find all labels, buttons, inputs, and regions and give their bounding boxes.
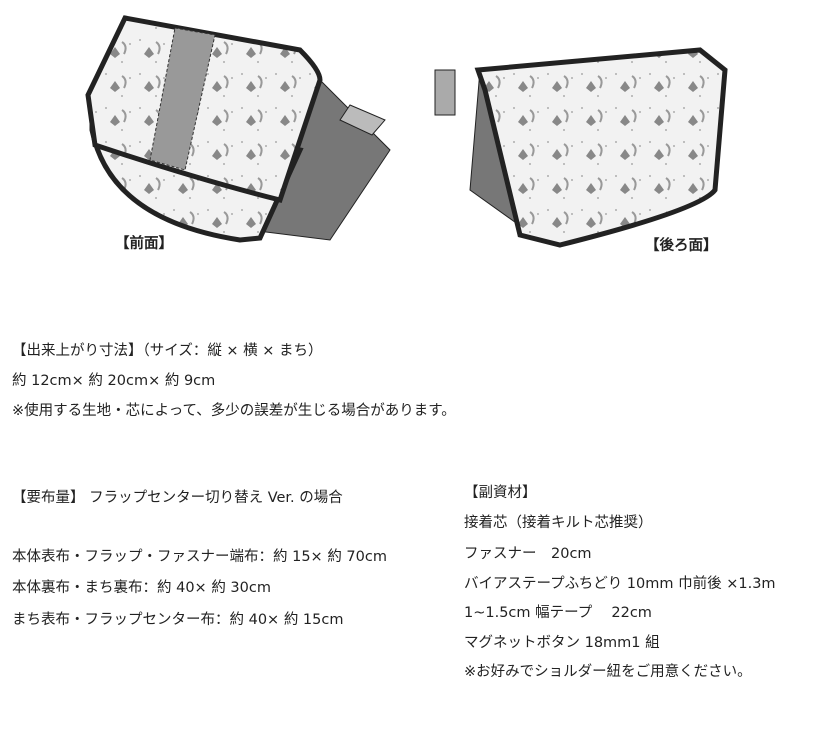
finished-size-value: 約 12cm× 約 20cm× 約 9cm <box>12 373 216 389</box>
notions-heading: 【副資材】 <box>464 485 537 501</box>
front-view-label: 【前面】 <box>115 236 173 252</box>
notion-item: ファスナー 20cm <box>464 546 592 562</box>
notion-item: マグネットボタン 18mm1 組 <box>464 635 660 651</box>
notion-item: 接着芯（接着キルト芯推奨） <box>464 515 653 531</box>
finished-size-heading: 【出来上がり寸法】（サイズ：縦 × 横 × まち） <box>12 343 323 359</box>
notion-item: 1~1.5cm 幅テープ 22cm <box>464 605 652 621</box>
fabric-item: まち表布・フラップセンター布：約 40× 約 15cm <box>12 612 344 628</box>
notion-item: ※お好みでショルダー紐をご用意ください。 <box>464 664 752 680</box>
fabric-required-heading: 【要布量】 フラップセンター切り替え Ver. の場合 <box>12 490 343 506</box>
finished-size-note: ※使用する生地・芯によって、多少の誤差が生じる場合があります。 <box>12 403 456 419</box>
fabric-item: 本体表布・フラップ・ファスナー端布：約 15× 約 70cm <box>12 549 387 565</box>
front-pouch-drawing <box>85 15 391 243</box>
back-pouch-drawing <box>434 47 728 248</box>
notion-item: バイアステープふちどり 10mm 巾前後 ×1.3m <box>464 576 776 592</box>
fabric-item: 本体裏布・まち裏布：約 40× 約 30cm <box>12 580 271 596</box>
pouch-illustrations <box>85 15 728 248</box>
back-view-label: 【後ろ面】 <box>645 238 718 254</box>
